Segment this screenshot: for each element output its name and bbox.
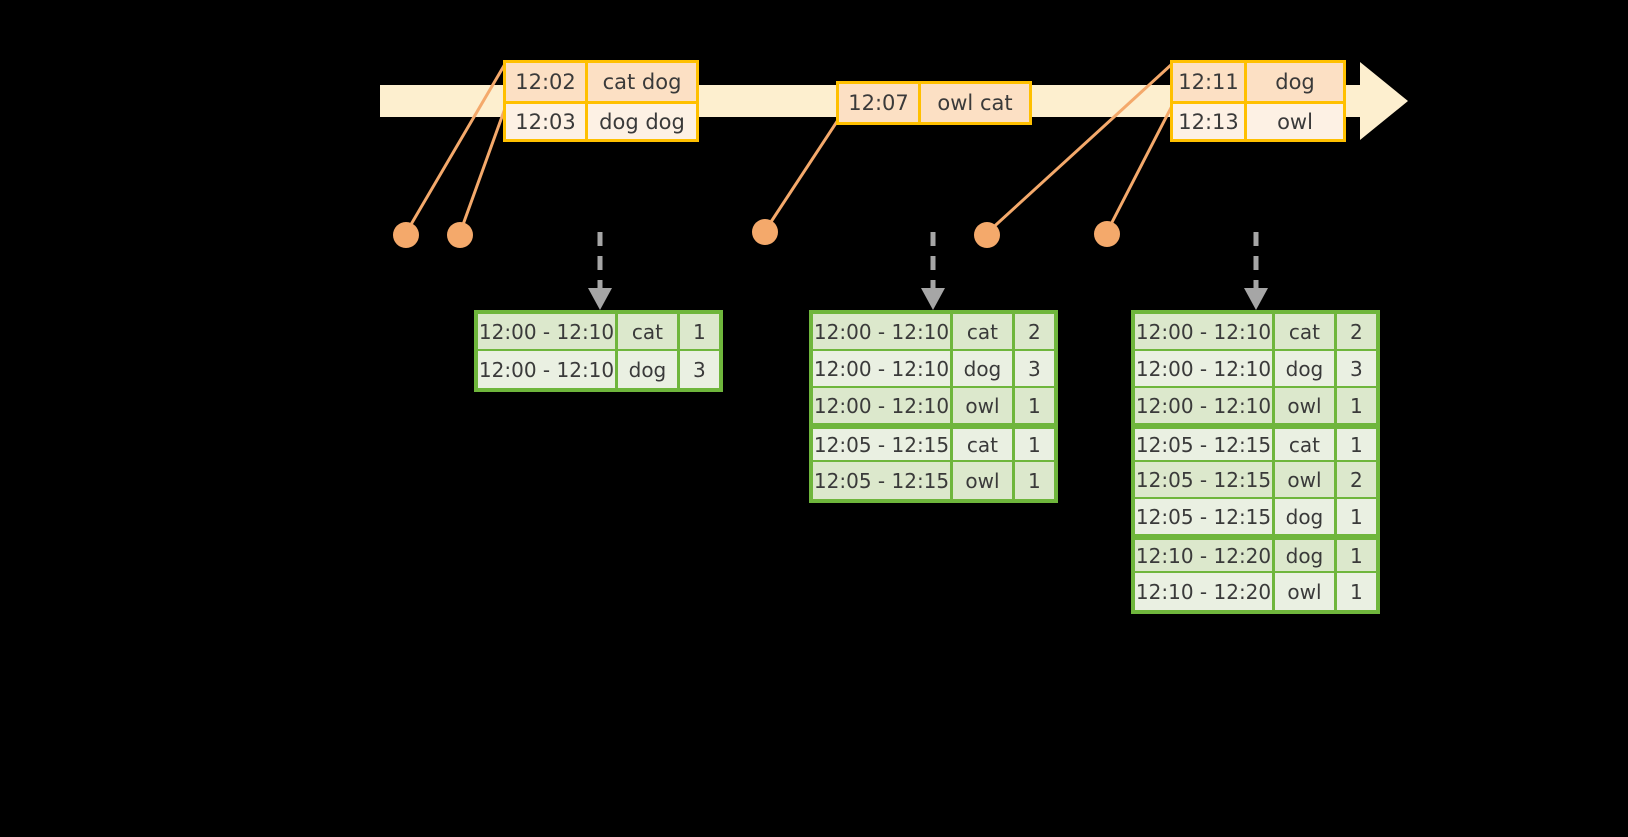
event-dot-4 — [974, 222, 1000, 248]
window-cell: 12:10 - 12:20 — [1135, 536, 1276, 573]
event-time: 12:03 — [506, 101, 588, 139]
table-row[interactable]: 12:05 - 12:15 owl 2 — [1135, 462, 1376, 499]
table-row[interactable]: 12:00 - 12:10 cat 1 — [478, 314, 719, 351]
table-row[interactable]: 12:10 - 12:20 dog 1 — [1135, 536, 1376, 573]
count-cell: 2 — [1336, 462, 1376, 499]
count-cell: 1 — [1336, 573, 1376, 610]
event-dot-5 — [1094, 221, 1120, 247]
window-cell: 12:00 - 12:10 — [813, 388, 954, 425]
key-cell: owl — [953, 388, 1015, 425]
count-cell: 2 — [1014, 314, 1054, 351]
event-words: dog — [1247, 63, 1343, 101]
event-group-3[interactable]: 12:11 dog 12:13 owl — [1170, 60, 1346, 142]
event-time: 12:13 — [1173, 101, 1247, 139]
table-row[interactable]: 12:00 - 12:10 dog 3 — [1135, 351, 1376, 388]
table-row[interactable]: 12:05 - 12:15 cat 1 — [813, 425, 1054, 462]
window-cell: 12:05 - 12:15 — [813, 462, 954, 499]
count-cell: 1 — [679, 314, 719, 351]
count-cell: 1 — [1014, 462, 1054, 499]
window-cell: 12:10 - 12:20 — [1135, 573, 1276, 610]
key-cell: cat — [953, 425, 1015, 462]
window-cell: 12:00 - 12:10 — [1135, 388, 1276, 425]
event-time: 12:11 — [1173, 63, 1247, 101]
key-cell: dog — [1275, 351, 1337, 388]
event-connectors — [404, 62, 1177, 235]
event-row[interactable]: 12:11 dog — [1173, 63, 1343, 101]
count-cell: 3 — [1014, 351, 1054, 388]
window-cell: 12:00 - 12:10 — [1135, 314, 1276, 351]
table-row[interactable]: 12:00 - 12:10 cat 2 — [813, 314, 1054, 351]
emit-arrows — [588, 232, 1268, 310]
event-words: dog dog — [588, 101, 696, 139]
event-dots — [393, 219, 1120, 248]
key-cell: dog — [618, 351, 680, 388]
window-cell: 12:00 - 12:10 — [1135, 351, 1276, 388]
table-row[interactable]: 12:00 - 12:10 cat 2 — [1135, 314, 1376, 351]
table-row[interactable]: 12:00 - 12:10 dog 3 — [813, 351, 1054, 388]
event-dot-3 — [752, 219, 778, 245]
table-row[interactable]: 12:00 - 12:10 owl 1 — [1135, 388, 1376, 425]
count-cell: 1 — [1336, 499, 1376, 536]
count-cell: 1 — [1336, 425, 1376, 462]
count-cell: 1 — [1014, 388, 1054, 425]
table-row[interactable]: 12:05 - 12:15 owl 1 — [813, 462, 1054, 499]
event-dot-1 — [393, 222, 419, 248]
key-cell: owl — [1275, 573, 1337, 610]
key-cell: dog — [1275, 499, 1337, 536]
key-cell: owl — [1275, 462, 1337, 499]
event-row[interactable]: 12:02 cat dog — [506, 63, 696, 101]
event-row[interactable]: 12:13 owl — [1173, 101, 1343, 139]
window-cell: 12:05 - 12:15 — [813, 425, 954, 462]
window-cell: 12:05 - 12:15 — [1135, 462, 1276, 499]
result-table-2[interactable]: 12:00 - 12:10 cat 2 12:00 - 12:10 dog 3 … — [809, 310, 1058, 503]
event-dot-2 — [447, 222, 473, 248]
key-cell: cat — [1275, 314, 1337, 351]
count-cell: 2 — [1336, 314, 1376, 351]
table-row[interactable]: 12:05 - 12:15 cat 1 — [1135, 425, 1376, 462]
emit-arrow-3 — [1244, 232, 1268, 310]
key-cell: owl — [953, 462, 1015, 499]
event-row[interactable]: 12:07 owl cat — [839, 84, 1029, 122]
key-cell: dog — [1275, 536, 1337, 573]
event-words: owl — [1247, 101, 1343, 139]
key-cell: cat — [953, 314, 1015, 351]
window-cell: 12:00 - 12:10 — [813, 314, 954, 351]
key-cell: owl — [1275, 388, 1337, 425]
table-row[interactable]: 12:00 - 12:10 dog 3 — [478, 351, 719, 388]
window-cell: 12:00 - 12:10 — [478, 351, 619, 388]
table-row[interactable]: 12:05 - 12:15 dog 1 — [1135, 499, 1376, 536]
connector-5 — [1105, 99, 1177, 233]
window-cell: 12:05 - 12:15 — [1135, 425, 1276, 462]
count-cell: 1 — [1336, 536, 1376, 573]
event-row[interactable]: 12:03 dog dog — [506, 101, 696, 139]
connector-4 — [985, 62, 1174, 235]
result-table-3[interactable]: 12:00 - 12:10 cat 2 12:00 - 12:10 dog 3 … — [1131, 310, 1380, 614]
event-time: 12:02 — [506, 63, 588, 101]
connector-1 — [404, 63, 507, 234]
table-row[interactable]: 12:10 - 12:20 owl 1 — [1135, 573, 1376, 610]
connector-3 — [763, 119, 840, 232]
window-cell: 12:00 - 12:10 — [813, 351, 954, 388]
emit-arrow-1 — [588, 232, 612, 310]
emit-arrow-2 — [921, 232, 945, 310]
count-cell: 3 — [1336, 351, 1376, 388]
key-cell: cat — [618, 314, 680, 351]
event-group-1[interactable]: 12:02 cat dog 12:03 dog dog — [503, 60, 699, 142]
window-cell: 12:00 - 12:10 — [478, 314, 619, 351]
event-group-2[interactable]: 12:07 owl cat — [836, 81, 1032, 125]
event-time: 12:07 — [839, 84, 921, 122]
key-cell: cat — [1275, 425, 1337, 462]
table-row[interactable]: 12:00 - 12:10 owl 1 — [813, 388, 1054, 425]
event-words: cat dog — [588, 63, 696, 101]
count-cell: 1 — [1336, 388, 1376, 425]
connector-2 — [458, 99, 510, 234]
count-cell: 1 — [1014, 425, 1054, 462]
window-cell: 12:05 - 12:15 — [1135, 499, 1276, 536]
event-words: owl cat — [921, 84, 1029, 122]
result-table-1[interactable]: 12:00 - 12:10 cat 1 12:00 - 12:10 dog 3 — [474, 310, 723, 392]
key-cell: dog — [953, 351, 1015, 388]
count-cell: 3 — [679, 351, 719, 388]
